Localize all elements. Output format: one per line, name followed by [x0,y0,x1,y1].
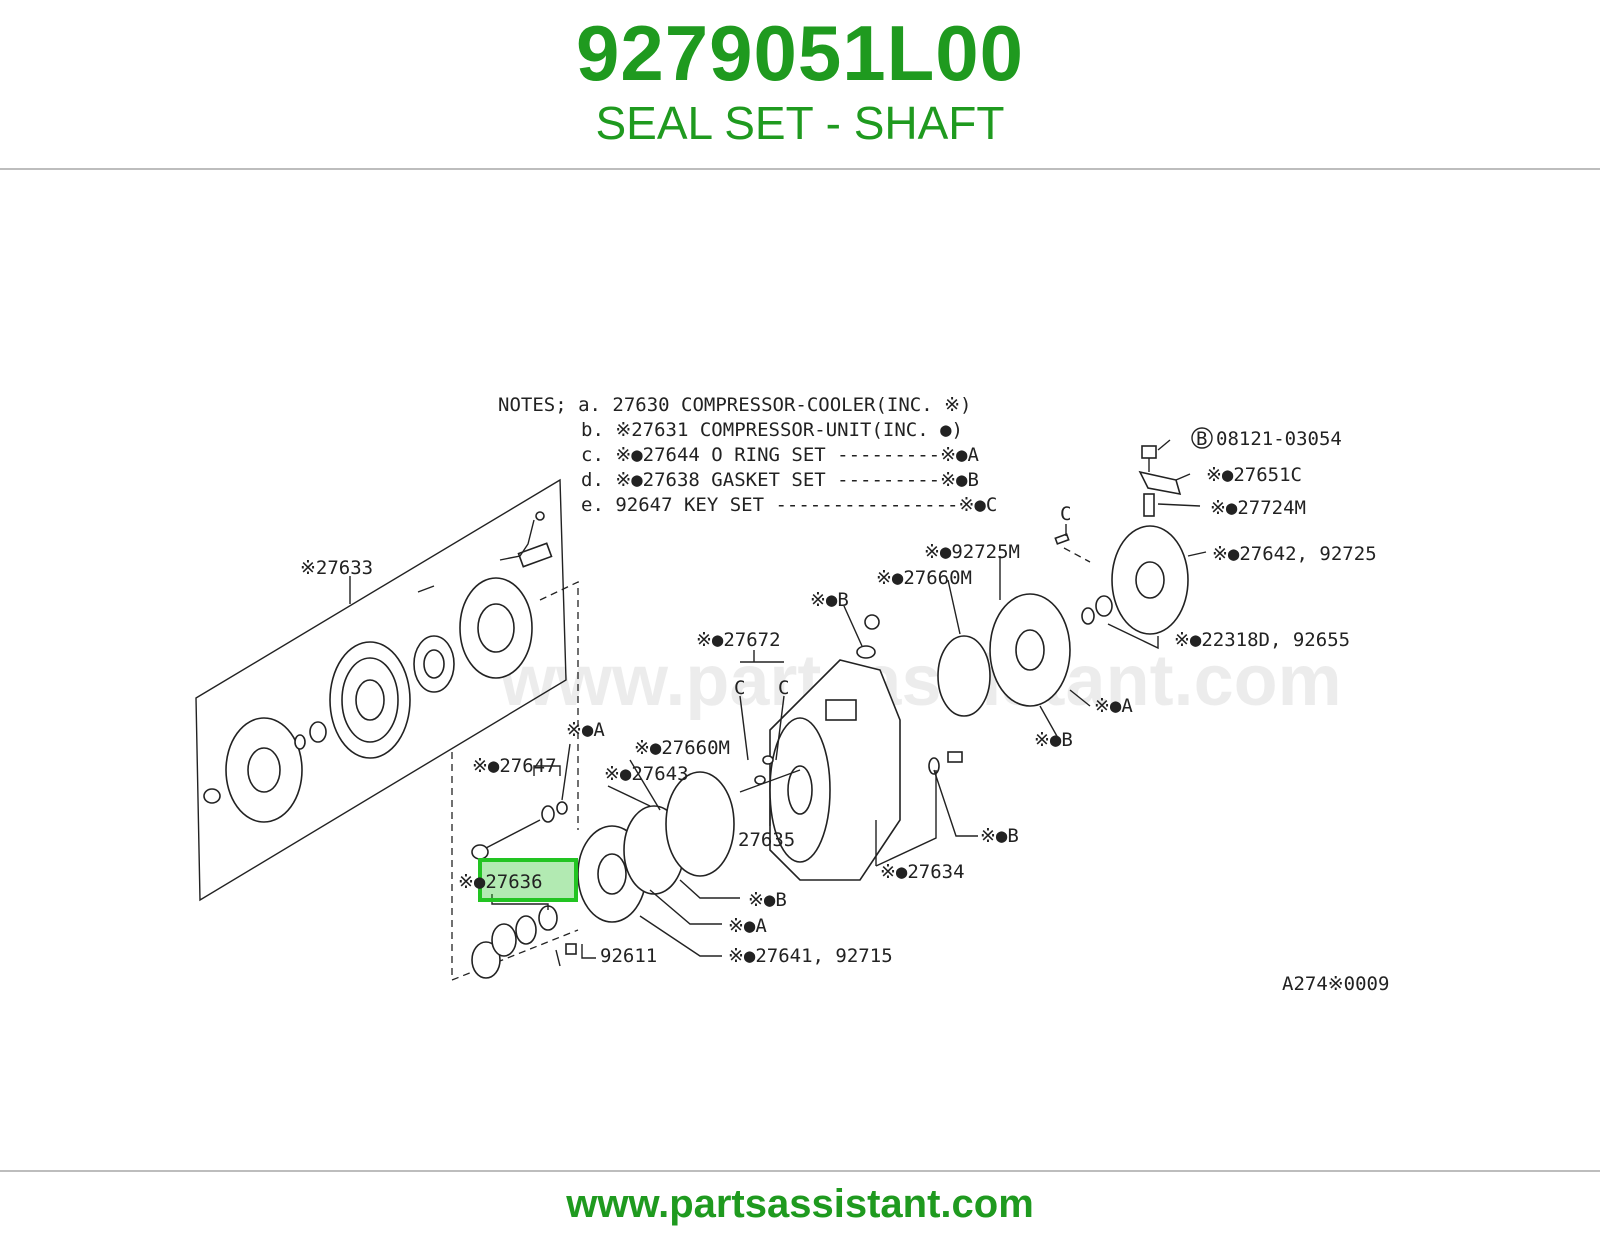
through-bolt-head [471,844,489,860]
note-b: b. ※27631 COMPRESSOR-UNIT(INC. ●) [581,419,963,441]
label-b-low: ※●B [748,889,787,911]
note-d: d. ※●27638 GASKET SET ---------※●B [581,469,979,491]
clutch-connector [517,542,553,568]
label-27636[interactable]: ※●27636 [458,871,543,893]
label-27724m[interactable]: ※●27724M [1210,497,1306,519]
clutch-coil-center [477,603,515,653]
rear-oring [1095,595,1113,617]
rear-small-oring [1081,607,1095,625]
clutch-bearing-inner [423,649,445,679]
label-a-left: ※●A [566,719,605,741]
site-url-link[interactable]: www.partsassistant.com [566,1182,1034,1226]
label-b-upper: ※●B [810,589,849,611]
page-header: 9279051L00 SEAL SET - SHAFT [0,0,1600,168]
compressor-body [739,614,963,881]
clutch-screw [417,585,435,593]
label-c-top: C [1060,503,1071,525]
label-27635[interactable]: 27635 [738,829,795,851]
front-head-center [597,853,627,895]
part-number: 9279051L00 [575,9,1025,97]
label-27651c[interactable]: ※●27651C [1206,464,1302,486]
label-b-right: ※●B [980,825,1019,847]
label-27634[interactable]: ※●27634 [880,861,965,883]
note-c: c. ※●27644 O RING SET ---------※●A [581,444,979,466]
rear-head-port [1135,561,1165,599]
label-c-left: C [734,677,745,699]
snap-ring [471,941,501,979]
compressor-side-bolt [947,751,963,763]
compressor-top-oring [856,645,876,659]
label-27672[interactable]: ※●27672 [696,629,781,651]
through-bolt [485,819,541,849]
label-27660m-top[interactable]: ※●27660M [876,567,972,589]
label-27642-92725[interactable]: ※●27642, 92725 [1212,543,1377,565]
clutch-assembly [195,478,579,902]
rear-dowel-guide [1063,547,1091,563]
compressor-top-screw [864,614,880,630]
b-circle-letter: B [1196,428,1207,450]
key-92611 [565,943,577,955]
seal-seat [491,923,517,957]
bracket-27651c [1138,470,1182,496]
front-valve-plate [665,771,735,877]
diagram-reference-code: A274※0009 [1282,973,1389,995]
clutch-pulley-bore [355,679,385,721]
b-circle-icon [1191,427,1213,449]
leader-lines [349,439,1207,959]
label-c-right: C [778,677,789,699]
key-92611-pin [555,949,561,967]
watermark-text: www.partsassistant.com [499,641,1342,721]
label-92725m[interactable]: ※●92725M [924,541,1020,563]
label-27647[interactable]: ※●27647 [472,755,557,777]
clutch-wire-screw [535,511,545,521]
clutch-spacer [309,721,327,743]
front-assembly [451,752,735,981]
label-22318d-92655[interactable]: ※●22318D, 92655 [1174,629,1350,651]
label-27641-92715[interactable]: ※●27641, 92715 [728,945,893,967]
label-92611[interactable]: 92611 [600,945,657,967]
front-dashed-frame [451,752,579,981]
note-e: e. 92647 KEY SET ----------------※●C [581,494,997,516]
rear-valve-center [1015,629,1045,671]
label-08121-03054[interactable]: 08121-03054 [1216,428,1342,450]
seal-oring [515,915,537,945]
bolt-08121 [1141,445,1157,459]
bolt-oring [556,801,568,815]
label-27660m-low[interactable]: ※●27660M [634,737,730,759]
clutch-frame [195,478,567,902]
compressor-port [825,699,857,721]
label-a-mid: ※●A [1094,695,1133,717]
rear-assembly [937,445,1189,717]
highlighted-part-box[interactable] [478,858,578,902]
shaft-key-2 [754,775,766,785]
header-divider [0,168,1600,170]
clutch-shim [294,734,306,750]
label-b-mid: ※●B [1034,729,1073,751]
clutch-dashed-frame [539,580,579,830]
label-27643[interactable]: ※●27643 [604,763,689,785]
note-a: NOTES; a. 27630 COMPRESSOR-COOLER(INC. ※… [498,394,971,416]
clutch-nut [203,788,221,804]
bolt-washer [541,805,555,823]
callout-labels: B 08121-03054 ※●27651C ※●27724M C ※●2764… [300,427,1389,995]
compressor-front-bore [787,765,813,815]
shaft-key-1 [762,755,774,765]
rear-dowel-pin [1054,533,1070,545]
clutch-front-hub [247,747,281,793]
clutch-wire [499,519,535,561]
footer-divider [0,1170,1600,1172]
label-27633[interactable]: ※27633 [300,557,373,579]
part-description: SEAL SET - SHAFT [595,97,1005,149]
compressor-shaft [739,769,801,793]
valve-27724m [1143,493,1155,517]
rear-gasket [937,635,991,717]
label-a-low: ※●A [728,915,767,937]
